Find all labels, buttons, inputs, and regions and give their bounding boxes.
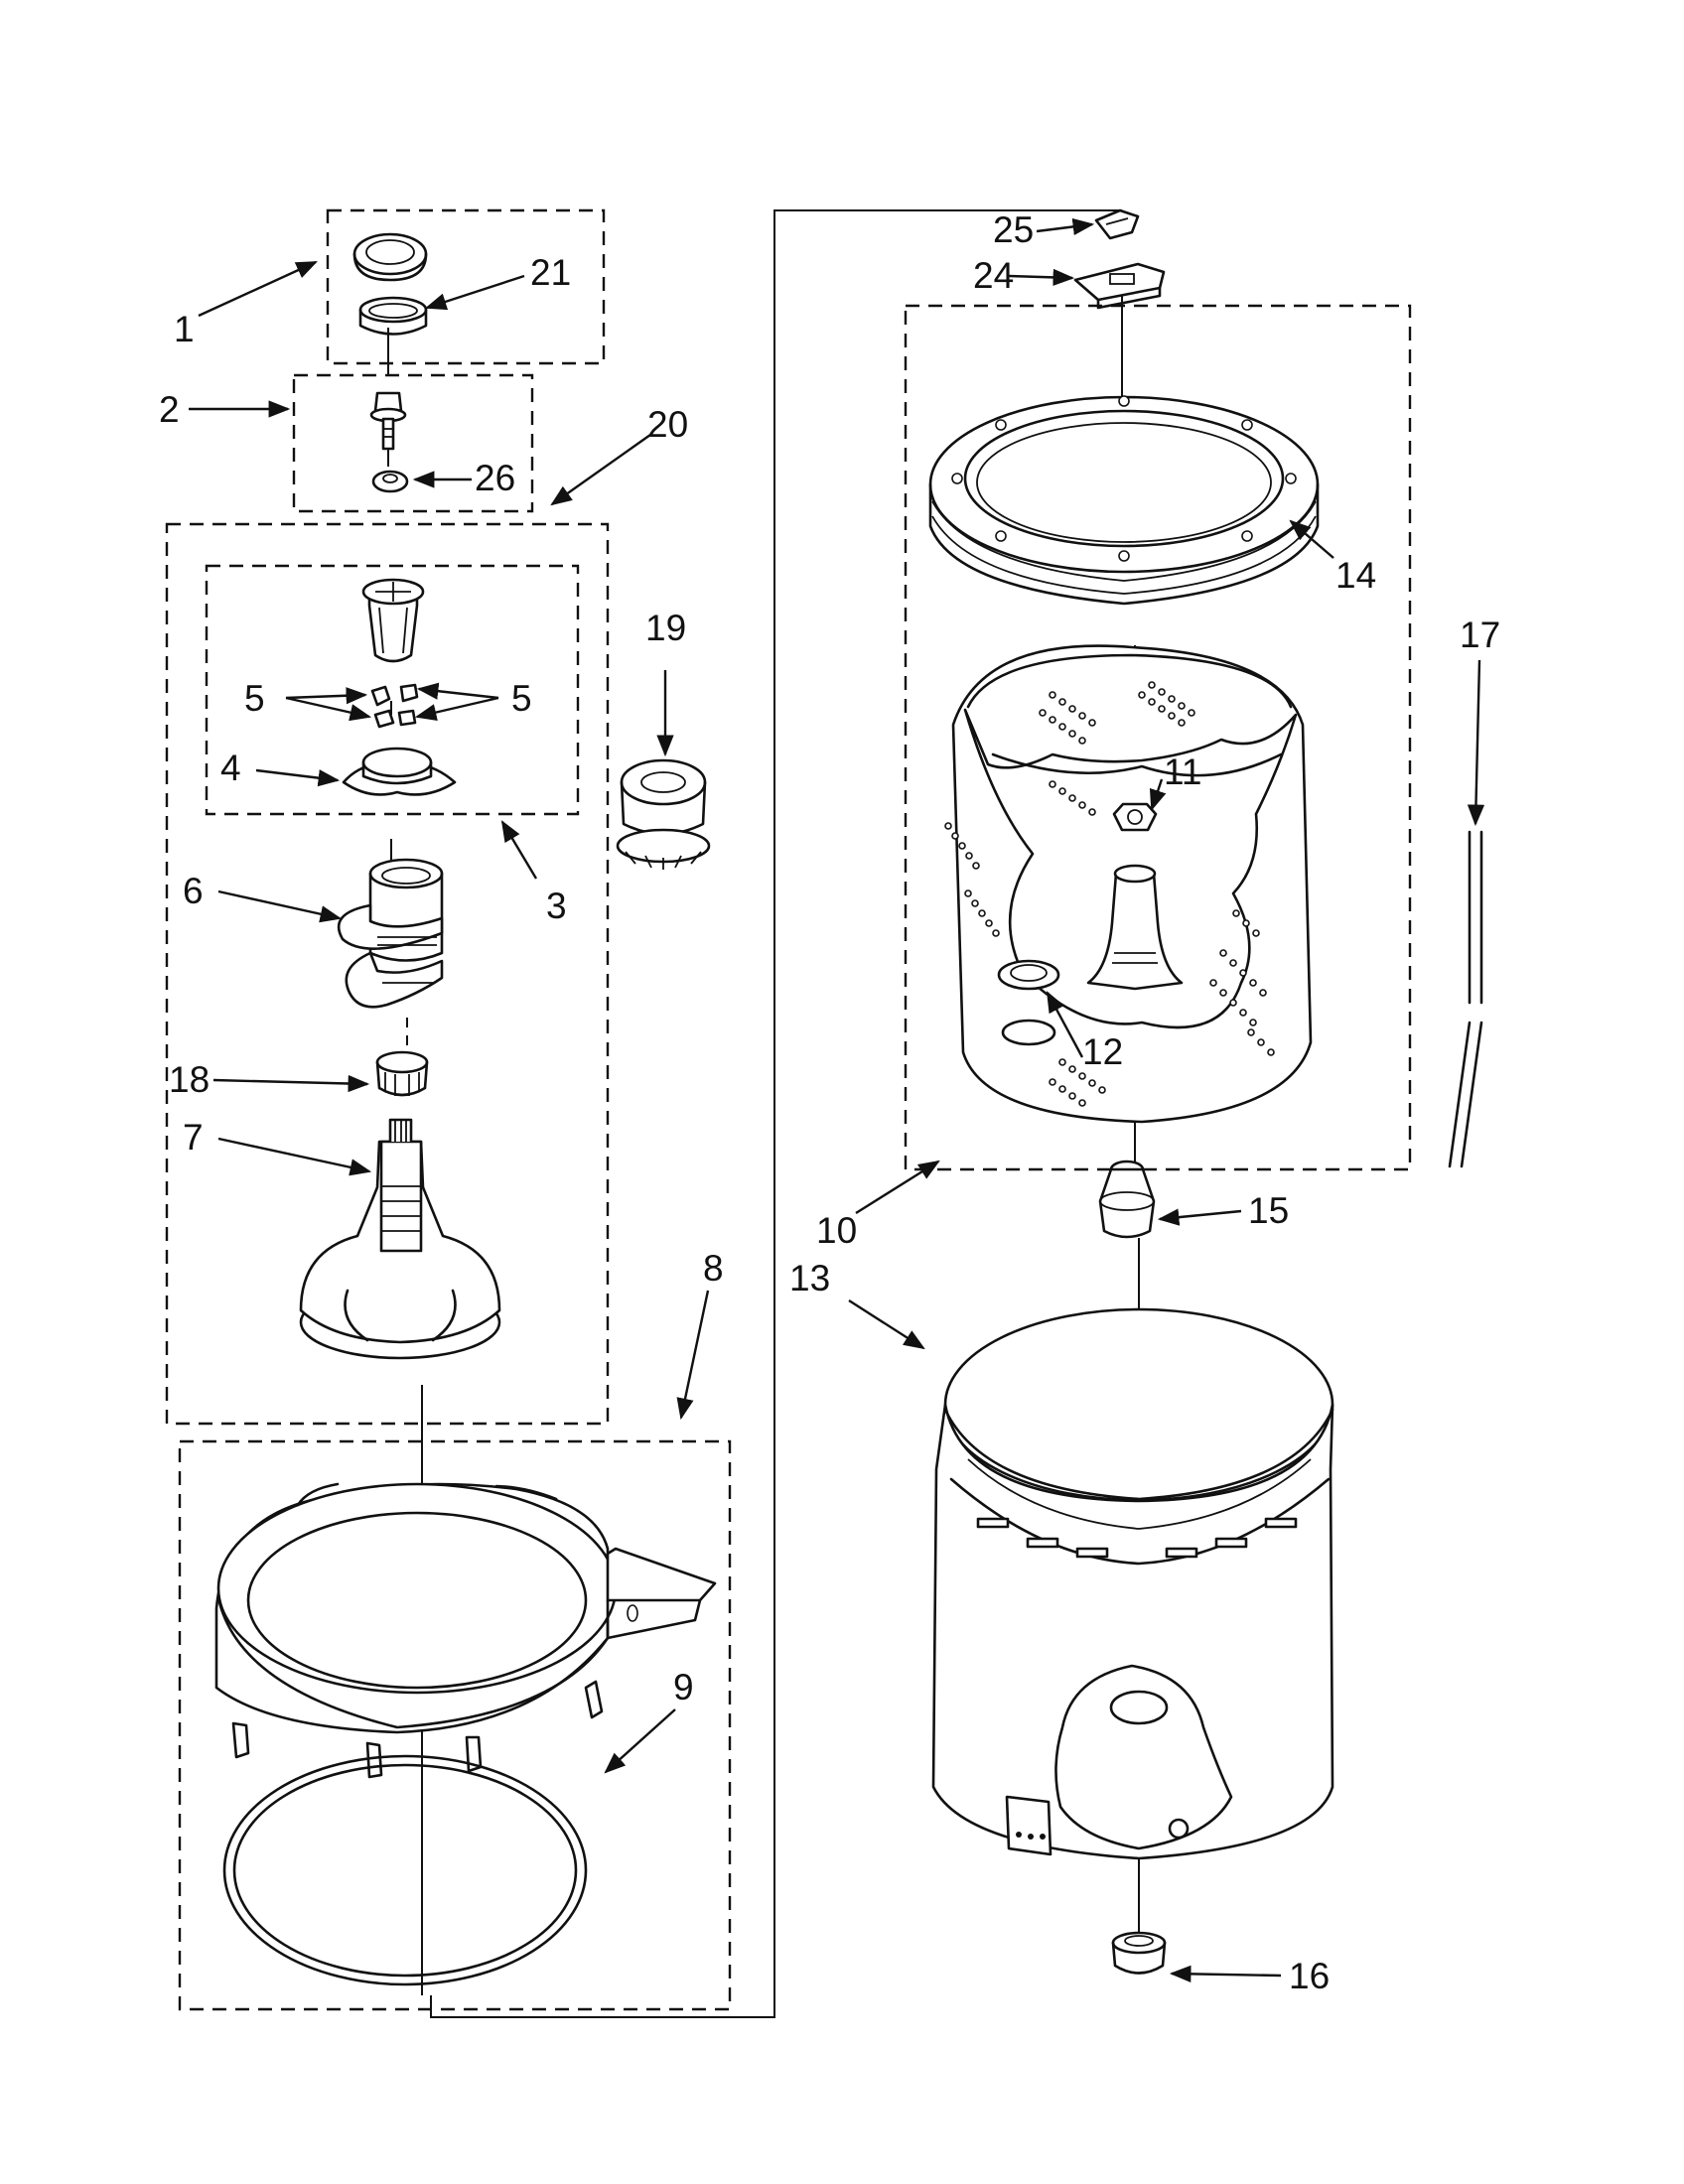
- part-plug: [1111, 1931, 1167, 1975]
- callout-8: 8: [703, 1248, 724, 1289]
- callout-7: 7: [183, 1117, 204, 1158]
- callout-13: 13: [789, 1258, 830, 1298]
- callout-20: 20: [647, 404, 688, 445]
- callout-18: 18: [169, 1059, 210, 1100]
- callout-25: 25: [993, 209, 1034, 250]
- part-seal-ring: [358, 296, 428, 336]
- callout-17: 17: [1460, 614, 1500, 655]
- callout-21: 21: [530, 252, 571, 293]
- callout-1: 1: [174, 309, 195, 349]
- part-drive-block: [1098, 1160, 1156, 1239]
- part-hose: [1448, 830, 1483, 1168]
- callout-24: 24: [973, 255, 1014, 296]
- box-part-2-bolt-assembly: [292, 373, 534, 513]
- part-ratchet-bearing: [375, 1050, 429, 1097]
- part-cam-cylinder: [361, 578, 425, 663]
- part-tub-ring: [214, 1482, 717, 1779]
- group-boxes: [165, 208, 1412, 2011]
- part-cap: [352, 232, 428, 282]
- connector-line: [430, 209, 1122, 2018]
- leader-arrows: [189, 217, 1485, 1982]
- part-bolt: [369, 391, 407, 451]
- callout-5-left: 5: [244, 678, 265, 719]
- callout-labels: 1 21 2 26 20 5 5 4 3 6 18 7 19 8 9 25 24…: [159, 209, 1500, 1996]
- callout-5-right: 5: [511, 678, 532, 719]
- part-seal-bearing: [616, 758, 711, 870]
- callout-26: 26: [475, 458, 515, 498]
- callout-11: 11: [1164, 751, 1201, 792]
- part-seal-ring-large: [222, 1754, 588, 1986]
- box-part-8-ring-assembly: [178, 1439, 732, 2011]
- part-auger: [337, 858, 444, 1009]
- part-clip: [1094, 208, 1140, 240]
- part-washer: [371, 470, 409, 493]
- box-part-3-cam-assembly: [205, 564, 580, 816]
- callout-15: 15: [1248, 1190, 1289, 1231]
- callout-19: 19: [645, 608, 686, 648]
- basket-perforations: [944, 681, 1275, 1107]
- callout-6: 6: [183, 871, 204, 911]
- callout-16: 16: [1289, 1956, 1330, 1996]
- part-dogs: [370, 683, 419, 729]
- part-balance-ring: [928, 395, 1320, 606]
- box-part-20-agitator-assembly: [165, 522, 610, 1426]
- part-bracket: [1073, 262, 1166, 310]
- part-outer-tub: [931, 1307, 1334, 1860]
- callout-14: 14: [1335, 555, 1376, 596]
- part-cam-ring: [342, 747, 457, 796]
- box-part-1-cap-assembly: [326, 208, 606, 365]
- box-part-10-basket-assembly: [904, 304, 1412, 1171]
- callout-12: 12: [1082, 1031, 1123, 1072]
- callout-10: 10: [816, 1210, 857, 1251]
- part-agitator-base: [299, 1118, 501, 1360]
- callout-3: 3: [546, 886, 567, 926]
- callout-4: 4: [220, 748, 241, 788]
- callout-9: 9: [673, 1667, 694, 1707]
- part-basket: [944, 644, 1313, 1124]
- callout-2: 2: [159, 389, 180, 430]
